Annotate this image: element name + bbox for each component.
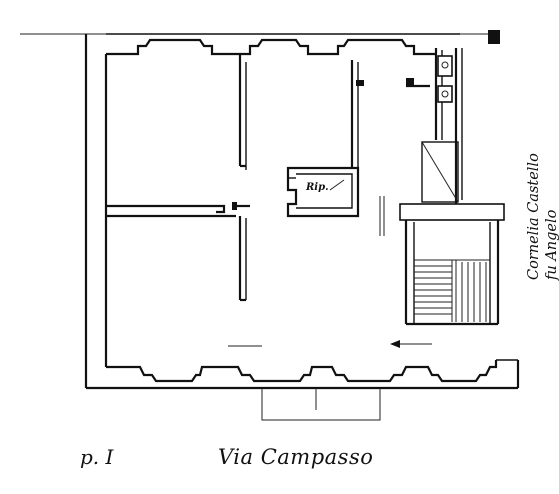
owner-label: Cornelia Castello fu Angelo [526, 149, 559, 281]
interior-walls-left [106, 54, 250, 302]
interior-walls-center [286, 60, 385, 236]
interior-walls-right [399, 48, 505, 326]
owner-name: Cornelia Castello [526, 153, 542, 280]
stair-treads [414, 259, 490, 322]
outer-walls [84, 34, 520, 390]
top-facade-with-windows [106, 33, 460, 56]
street-label: Via Campasso [218, 445, 373, 469]
entrance-arrows [228, 340, 432, 348]
bottom-facade-with-windows [106, 360, 498, 383]
storage-label: Rip. [305, 182, 329, 193]
balcony-projection [261, 388, 381, 421]
floor-label: p. I [80, 445, 115, 469]
owner-father: fu Angelo [544, 209, 559, 281]
